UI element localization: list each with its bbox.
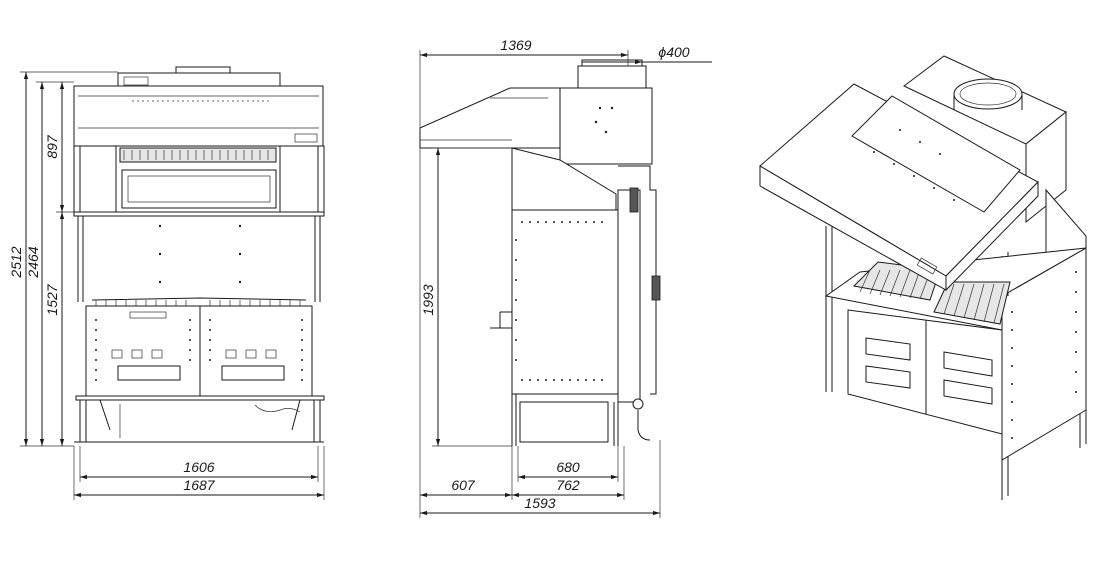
side-motor-box — [559, 87, 653, 165]
iso-hood-raised — [851, 95, 1021, 213]
side-duct — [577, 65, 647, 89]
iso-front-leg — [1001, 456, 1009, 500]
side-upper-body — [511, 147, 617, 211]
iso-left-post — [825, 226, 833, 392]
front-drawer-left — [117, 365, 181, 381]
front-right-post-upper — [317, 145, 325, 213]
side-view — [419, 59, 661, 446]
isometric-view — [759, 55, 1087, 500]
front-damper — [123, 76, 149, 86]
front-left-leg — [79, 400, 87, 442]
dim-inner-width: 1606 — [183, 459, 214, 475]
iso-grate-right — [933, 281, 1011, 325]
front-drawer-right — [221, 365, 285, 381]
dim-side-height: 1993 — [420, 284, 436, 315]
dim-body-depth: 762 — [556, 477, 580, 493]
dim-duct-diameter: ϕ400 — [658, 44, 689, 60]
front-stand-rail — [75, 395, 325, 401]
dim-total-depth-top: 1369 — [500, 37, 531, 53]
front-brand-plate — [294, 133, 318, 143]
iso-drawer-right — [943, 351, 993, 377]
side-rear-pipe — [618, 165, 657, 395]
dim-overhang: 607 — [451, 477, 476, 493]
dim-overall-height: 2512 — [8, 246, 24, 278]
dim-hood-height: 897 — [44, 134, 60, 159]
iso-drawer-left — [865, 337, 911, 361]
front-grill-body — [85, 305, 313, 397]
side-rear-column — [617, 189, 641, 403]
side-duct-cap — [581, 59, 643, 67]
side-drip-tray — [519, 401, 609, 443]
dim-outer-width: 1687 — [183, 477, 215, 493]
front-right-leg — [313, 400, 321, 442]
front-mid-rail — [73, 211, 325, 217]
side-dimensions: 1369 ϕ400 1993 680 762 607 1593 — [419, 37, 712, 518]
dim-cabinet-depth: 680 — [556, 459, 580, 475]
front-left-post-upper — [73, 145, 81, 213]
side-handle — [499, 311, 512, 329]
dim-body-height: 2464 — [25, 246, 41, 278]
side-cabinet — [511, 209, 619, 395]
front-hood-box — [73, 85, 324, 147]
dim-overall-depth: 1593 — [524, 495, 555, 511]
side-control-box — [651, 275, 661, 301]
iso-brand-plate — [916, 257, 938, 275]
front-duct-stub — [175, 66, 231, 74]
front-grate-line — [91, 297, 307, 301]
front-view — [73, 66, 325, 443]
dim-lower-height: 1527 — [44, 283, 60, 315]
iso-duct-ring — [953, 78, 1023, 110]
front-filter-grille — [119, 147, 277, 163]
front-dimensions: 2512 2464 897 1527 1606 1687 — [8, 71, 325, 500]
